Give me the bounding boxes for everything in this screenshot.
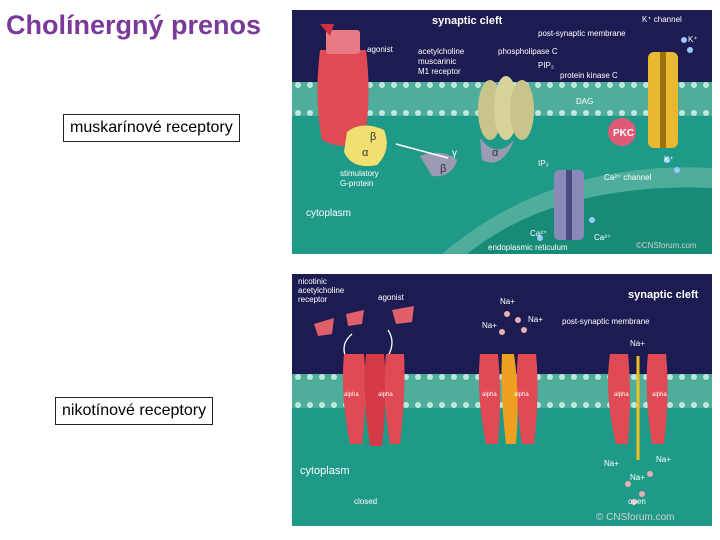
open-text: open (628, 497, 646, 506)
closed-text: closed (354, 497, 377, 506)
agonist-text: agonist (367, 45, 394, 54)
sodium-text-4: Na+ (630, 339, 645, 348)
sodium-text-2: Na+ (528, 315, 543, 324)
stimulatory-text-1: stimulatory (340, 169, 379, 178)
pip2-text: PIP₂ (538, 61, 554, 70)
copyright-text: ©CNSforum.com (636, 241, 697, 250)
closed-receptor (342, 354, 405, 446)
pkc-text: PKC (613, 128, 634, 139)
k-plus-top-text: K⁺ (688, 35, 698, 44)
sodium-text-6: Na+ (656, 455, 671, 464)
agonist-molecule-1 (314, 318, 334, 336)
cytoplasm-text: cytoplasm (306, 208, 351, 219)
dag-text: DAG (576, 97, 593, 106)
alpha-subunit (480, 138, 514, 163)
synaptic-cleft-text: synaptic cleft (432, 15, 503, 27)
receptor-text-1: nicotinic (298, 277, 327, 286)
endoplasmic-reticulum-text: endoplasmic reticulum (488, 243, 568, 252)
k-channel-text: K⁺ channel (642, 15, 682, 24)
receptor-text-2: muscarinic (418, 57, 456, 66)
alpha-symbol: α (362, 147, 369, 159)
ca-channel-text: Ca²⁺ channel (604, 173, 652, 182)
muscarinic-receptor (317, 50, 369, 146)
alpha-label-5: alpha (614, 392, 629, 398)
agonist-arrow-2 (387, 329, 393, 357)
opening-receptor (478, 354, 538, 444)
sodium-text-5: Na+ (604, 459, 619, 468)
agonist-molecule (320, 24, 334, 36)
receptor-text-3: M1 receptor (418, 67, 461, 76)
nicotinic-receptors-label: nikotínové receptory (55, 397, 214, 425)
ca-left-text: Ca²⁺ (530, 229, 547, 238)
muscarinic-receptors-label: muskarínové receptory (63, 114, 240, 142)
post-synaptic-membrane-text: post-synaptic membrane (538, 29, 626, 38)
g-protein-alpha-beta (344, 125, 387, 167)
pkc-enzyme (608, 118, 636, 146)
open-receptor (608, 354, 668, 460)
sodium-text-7: Na+ (630, 473, 645, 482)
beta-symbol-2: β (440, 163, 446, 175)
alpha-symbol-2: α (492, 147, 499, 159)
sodium-text-1: Na+ (500, 297, 515, 306)
beta-symbol: β (370, 131, 376, 143)
protein-kinase-text: protein kinase C (560, 71, 618, 80)
alpha-label-4: alpha (514, 392, 529, 398)
post-synaptic-membrane-text: post-synaptic membrane (562, 317, 650, 326)
phospholipase-text: phospholipase C (498, 47, 558, 56)
alpha-label-1: alpha (344, 392, 359, 398)
agonist-text: agonist (378, 293, 405, 302)
slide-title: Cholínergný prenos (6, 10, 262, 40)
alpha-label-3: alpha (482, 392, 497, 398)
receptor-text-1: acetylcholine (418, 47, 465, 56)
ip3-text: IP₃ (538, 159, 549, 168)
ca-right-text: Ca²⁺ (594, 233, 611, 242)
alpha-label-2: alpha (378, 392, 393, 398)
k-plus-bottom-text: K⁺ (664, 155, 674, 164)
cytoplasm-text: cytoplasm (300, 465, 350, 477)
muscarinic-receptor-diagram: synaptic cleft agonist acetylcholine mus… (292, 10, 712, 254)
synaptic-cleft-text: synaptic cleft (628, 289, 699, 301)
sodium-text-3: Na+ (482, 321, 497, 330)
gamma-symbol: γ (452, 148, 457, 159)
receptor-text-2: acetylcholine (298, 286, 345, 295)
agonist-molecule-3 (392, 306, 414, 324)
stimulatory-text-2: G-protein (340, 179, 373, 188)
receptor-top (326, 30, 360, 54)
receptor-text-3: receptor (298, 295, 328, 304)
g-protein-arrow (395, 143, 449, 159)
agonist-molecule-2 (346, 310, 364, 326)
alpha-label-6: alpha (652, 392, 667, 398)
nicotinic-receptor-diagram: nicotinic acetylcholine receptor agonist… (292, 274, 712, 526)
copyright-text: © CNSforum.com (596, 512, 675, 523)
